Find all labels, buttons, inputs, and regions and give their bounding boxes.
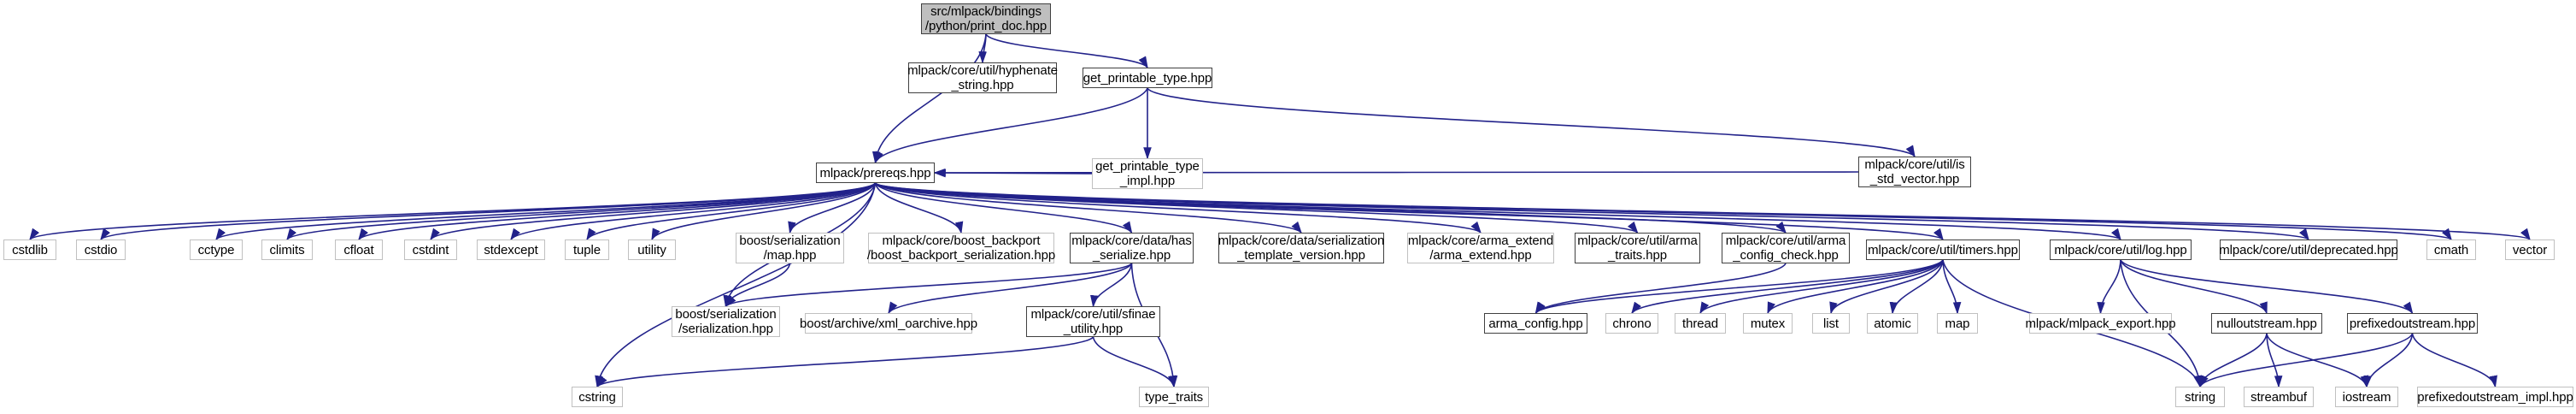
graph-node-deprecated[interactable]: mlpack/core/util/deprecated.hpp (2219, 240, 2398, 260)
graph-node-atomic[interactable]: atomic (1867, 313, 1918, 334)
graph-edge-prereqs-to-utility (651, 182, 877, 241)
graph-edge-prefixedoutstream-to-iostream (2363, 333, 2414, 388)
graph-edge-print_doc-to-get_printable_type (985, 33, 1148, 69)
graph-node-iostream[interactable]: iostream (2335, 387, 2398, 407)
graph-node-utility[interactable]: utility (628, 240, 676, 260)
graph-node-log[interactable]: mlpack/core/util/log.hpp (2050, 240, 2192, 260)
graph-node-hyphenate_string[interactable]: mlpack/core/util/hyphenate _string.hpp (907, 62, 1058, 93)
graph-edge-prereqs-to-timers (874, 182, 1944, 241)
graph-edge-prereqs-to-boost_ser_map (788, 182, 877, 234)
graph-node-arma_config_check[interactable]: mlpack/core/util/arma _config_check.hpp (1722, 233, 1850, 263)
graph-edge-prereqs-to-arma_extend (874, 182, 1482, 234)
graph-edge-prereqs-to-has_serialize (874, 182, 1133, 234)
graph-edge-print_doc-to-hyphenate_string (978, 33, 987, 64)
graph-edge-prereqs-to-vector (874, 182, 2531, 241)
graph-node-type_traits[interactable]: type_traits (1139, 387, 1209, 407)
graph-node-boost_backport[interactable]: mlpack/core/boost_backport /boost_backpo… (866, 233, 1056, 263)
graph-edge-prereqs-to-boost_backport (874, 182, 964, 234)
graph-edge-nulloutstream-to-streambuf (2266, 333, 2283, 388)
graph-edge-timers-to-chrono (1631, 259, 1944, 315)
graph-edge-timers-to-arma_config (1534, 259, 1944, 315)
graph-edge-get_printable_type-to-prereqs (874, 87, 1148, 164)
graph-edge-arma_config_check-to-arma_config (1534, 263, 1787, 315)
graph-node-arma_traits[interactable]: mlpack/core/util/arma _traits.hpp (1575, 233, 1700, 263)
graph-edge-prefixedoutstream-to-string (2199, 333, 2414, 388)
graph-edge-has_serialize-to-xml_oarchive (888, 263, 1133, 315)
graph-edge-prereqs-to-cctype (215, 182, 877, 241)
graph-node-xml_oarchive[interactable]: boost/archive/xml_oarchive.hpp (800, 313, 977, 334)
graph-node-cstdlib[interactable]: cstdlib (3, 240, 56, 260)
graph-node-cstring[interactable]: cstring (572, 387, 623, 407)
graph-node-print_doc[interactable]: src/mlpack/bindings /python/print_doc.hp… (921, 3, 1051, 34)
graph-node-chrono[interactable]: chrono (1605, 313, 1658, 334)
graph-node-streambuf[interactable]: streambuf (2244, 387, 2314, 407)
graph-edge-timers-to-thread (1699, 259, 1944, 315)
graph-edge-log-to-nulloutstream (2120, 259, 2268, 315)
graph-node-sfinae_utility[interactable]: mlpack/core/util/sfinae _utility.hpp (1026, 306, 1160, 337)
graph-edge-sfinae_utility-to-cstring (596, 336, 1094, 388)
graph-node-arma_extend[interactable]: mlpack/core/arma_extend /arma_extend.hpp (1407, 233, 1554, 263)
graph-edge-nulloutstream-to-string (2198, 333, 2268, 388)
graph-node-ser_template_version[interactable]: mlpack/core/data/serialization _template… (1218, 233, 1385, 263)
graph-node-cstdio[interactable]: cstdio (76, 240, 126, 260)
graph-edge-nulloutstream-to-iostream (2266, 333, 2368, 388)
graph-edge-prereqs-to-stdexcept (510, 182, 877, 241)
graph-edge-prereqs-to-cstring (595, 182, 877, 388)
graph-edge-prereqs-to-cfloat (358, 182, 877, 241)
graph-node-boost_ser_ser[interactable]: boost/serialization /serialization.hpp (672, 306, 780, 337)
graph-node-prefixedoutstream[interactable]: prefixedoutstream.hpp (2347, 313, 2478, 334)
graph-node-stdexcept[interactable]: stdexcept (477, 240, 545, 260)
graph-node-prefixedoutstream_impl[interactable]: prefixedoutstream_impl.hpp (2417, 387, 2573, 407)
graph-edge-get_printable_type-to-is_std_vector (1147, 87, 1916, 158)
graph-edge-timers-to-map (1942, 259, 1962, 315)
graph-edge-prereqs-to-cstdio (100, 182, 877, 241)
graph-node-get_printable_type_impl[interactable]: get_printable_type _impl.hpp (1092, 158, 1203, 189)
graph-node-nulloutstream[interactable]: nulloutstream.hpp (2211, 313, 2322, 334)
graph-node-has_serialize[interactable]: mlpack/core/data/has _serialize.hpp (1070, 233, 1194, 263)
graph-node-vector[interactable]: vector (2505, 240, 2555, 260)
graph-edge-log-to-prefixedoutstream (2120, 259, 2414, 315)
graph-edge-has_serialize-to-sfinae_utility (1090, 263, 1133, 308)
graph-node-is_std_vector[interactable]: mlpack/core/util/is _std_vector.hpp (1858, 157, 1971, 187)
graph-edge-timers-to-list (1829, 259, 1944, 315)
graph-edge-prereqs-to-cstdlib (29, 182, 877, 241)
graph-edge-prereqs-to-cstdint (430, 182, 877, 241)
graph-node-map[interactable]: map (1937, 313, 1978, 334)
graph-node-string[interactable]: string (2175, 387, 2225, 407)
graph-edge-prefixedoutstream-to-prefixedoutstream_impl (2411, 333, 2497, 388)
graph-node-thread[interactable]: thread (1675, 313, 1726, 334)
graph-node-cmath[interactable]: cmath (2426, 240, 2476, 260)
graph-node-arma_config[interactable]: arma_config.hpp (1484, 313, 1587, 334)
graph-node-get_printable_type[interactable]: get_printable_type.hpp (1083, 68, 1212, 88)
graph-node-prereqs[interactable]: mlpack/prereqs.hpp (816, 163, 935, 183)
graph-node-climits[interactable]: climits (261, 240, 313, 260)
graph-edge-has_serialize-to-boost_ser_ser (725, 263, 1133, 308)
graph-edge-timers-to-atomic (1889, 259, 1944, 315)
graph-edge-prereqs-to-log (874, 182, 2121, 241)
graph-node-cstdint[interactable]: cstdint (404, 240, 457, 260)
graph-node-cctype[interactable]: cctype (190, 240, 243, 260)
graph-node-mutex[interactable]: mutex (1743, 313, 1793, 334)
graph-edge-prereqs-to-tuple (586, 182, 877, 241)
graph-node-cfloat[interactable]: cfloat (335, 240, 383, 260)
graph-node-mlpack_export[interactable]: mlpack/mlpack_export.hpp (2025, 313, 2176, 334)
graph-node-timers[interactable]: mlpack/core/util/timers.hpp (1866, 240, 2020, 260)
graph-edge-print_doc-to-prereqs (871, 33, 987, 164)
graph-edge-prereqs-to-climits (286, 182, 877, 241)
graph-edge-log-to-mlpack_export (2097, 259, 2121, 315)
graph-node-list[interactable]: list (1812, 313, 1850, 334)
graph-edge-timers-to-mutex (1767, 259, 1944, 315)
graph-edge-prereqs-to-ser_template_version (874, 182, 1302, 234)
graph-edge-is_std_vector-to-prereqs (933, 168, 1859, 177)
graph-node-tuple[interactable]: tuple (565, 240, 609, 260)
graph-node-boost_ser_map[interactable]: boost/serialization /map.hpp (736, 233, 844, 263)
graph-edge-sfinae_utility-to-type_traits (1092, 336, 1177, 388)
